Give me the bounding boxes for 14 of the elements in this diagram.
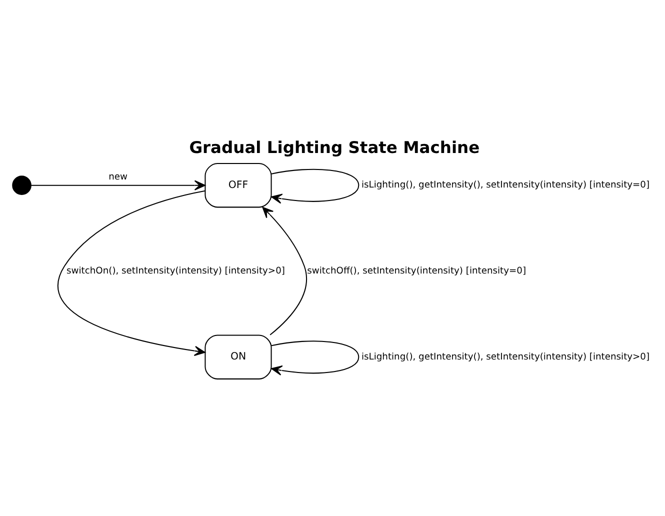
arrow bbox=[31, 180, 206, 190]
node-circle bbox=[12, 176, 32, 195]
arrow bbox=[271, 340, 360, 376]
edge-label: switchOn(), setIntensity(intensity) [intensity>0] bbox=[66, 266, 285, 276]
edge-label: new bbox=[108, 172, 128, 182]
arrow bbox=[262, 206, 308, 336]
edge-label: isLighting(), getIntensity(), setIntensity(intensity) [intensity=0] bbox=[361, 180, 650, 191]
arrow bbox=[58, 190, 206, 356]
arrow bbox=[271, 168, 360, 204]
edge-label: isLighting(), getIntensity(), setIntensity(intensity) [intensity>0] bbox=[361, 352, 650, 362]
edge-label: switchOff(), setIntensity(intensity) [intensity=0] bbox=[307, 266, 526, 276]
node-box: OFF bbox=[204, 162, 272, 208]
diagram-title: Gradual Lighting State Machine bbox=[189, 138, 480, 158]
node-box: ON bbox=[204, 334, 272, 380]
